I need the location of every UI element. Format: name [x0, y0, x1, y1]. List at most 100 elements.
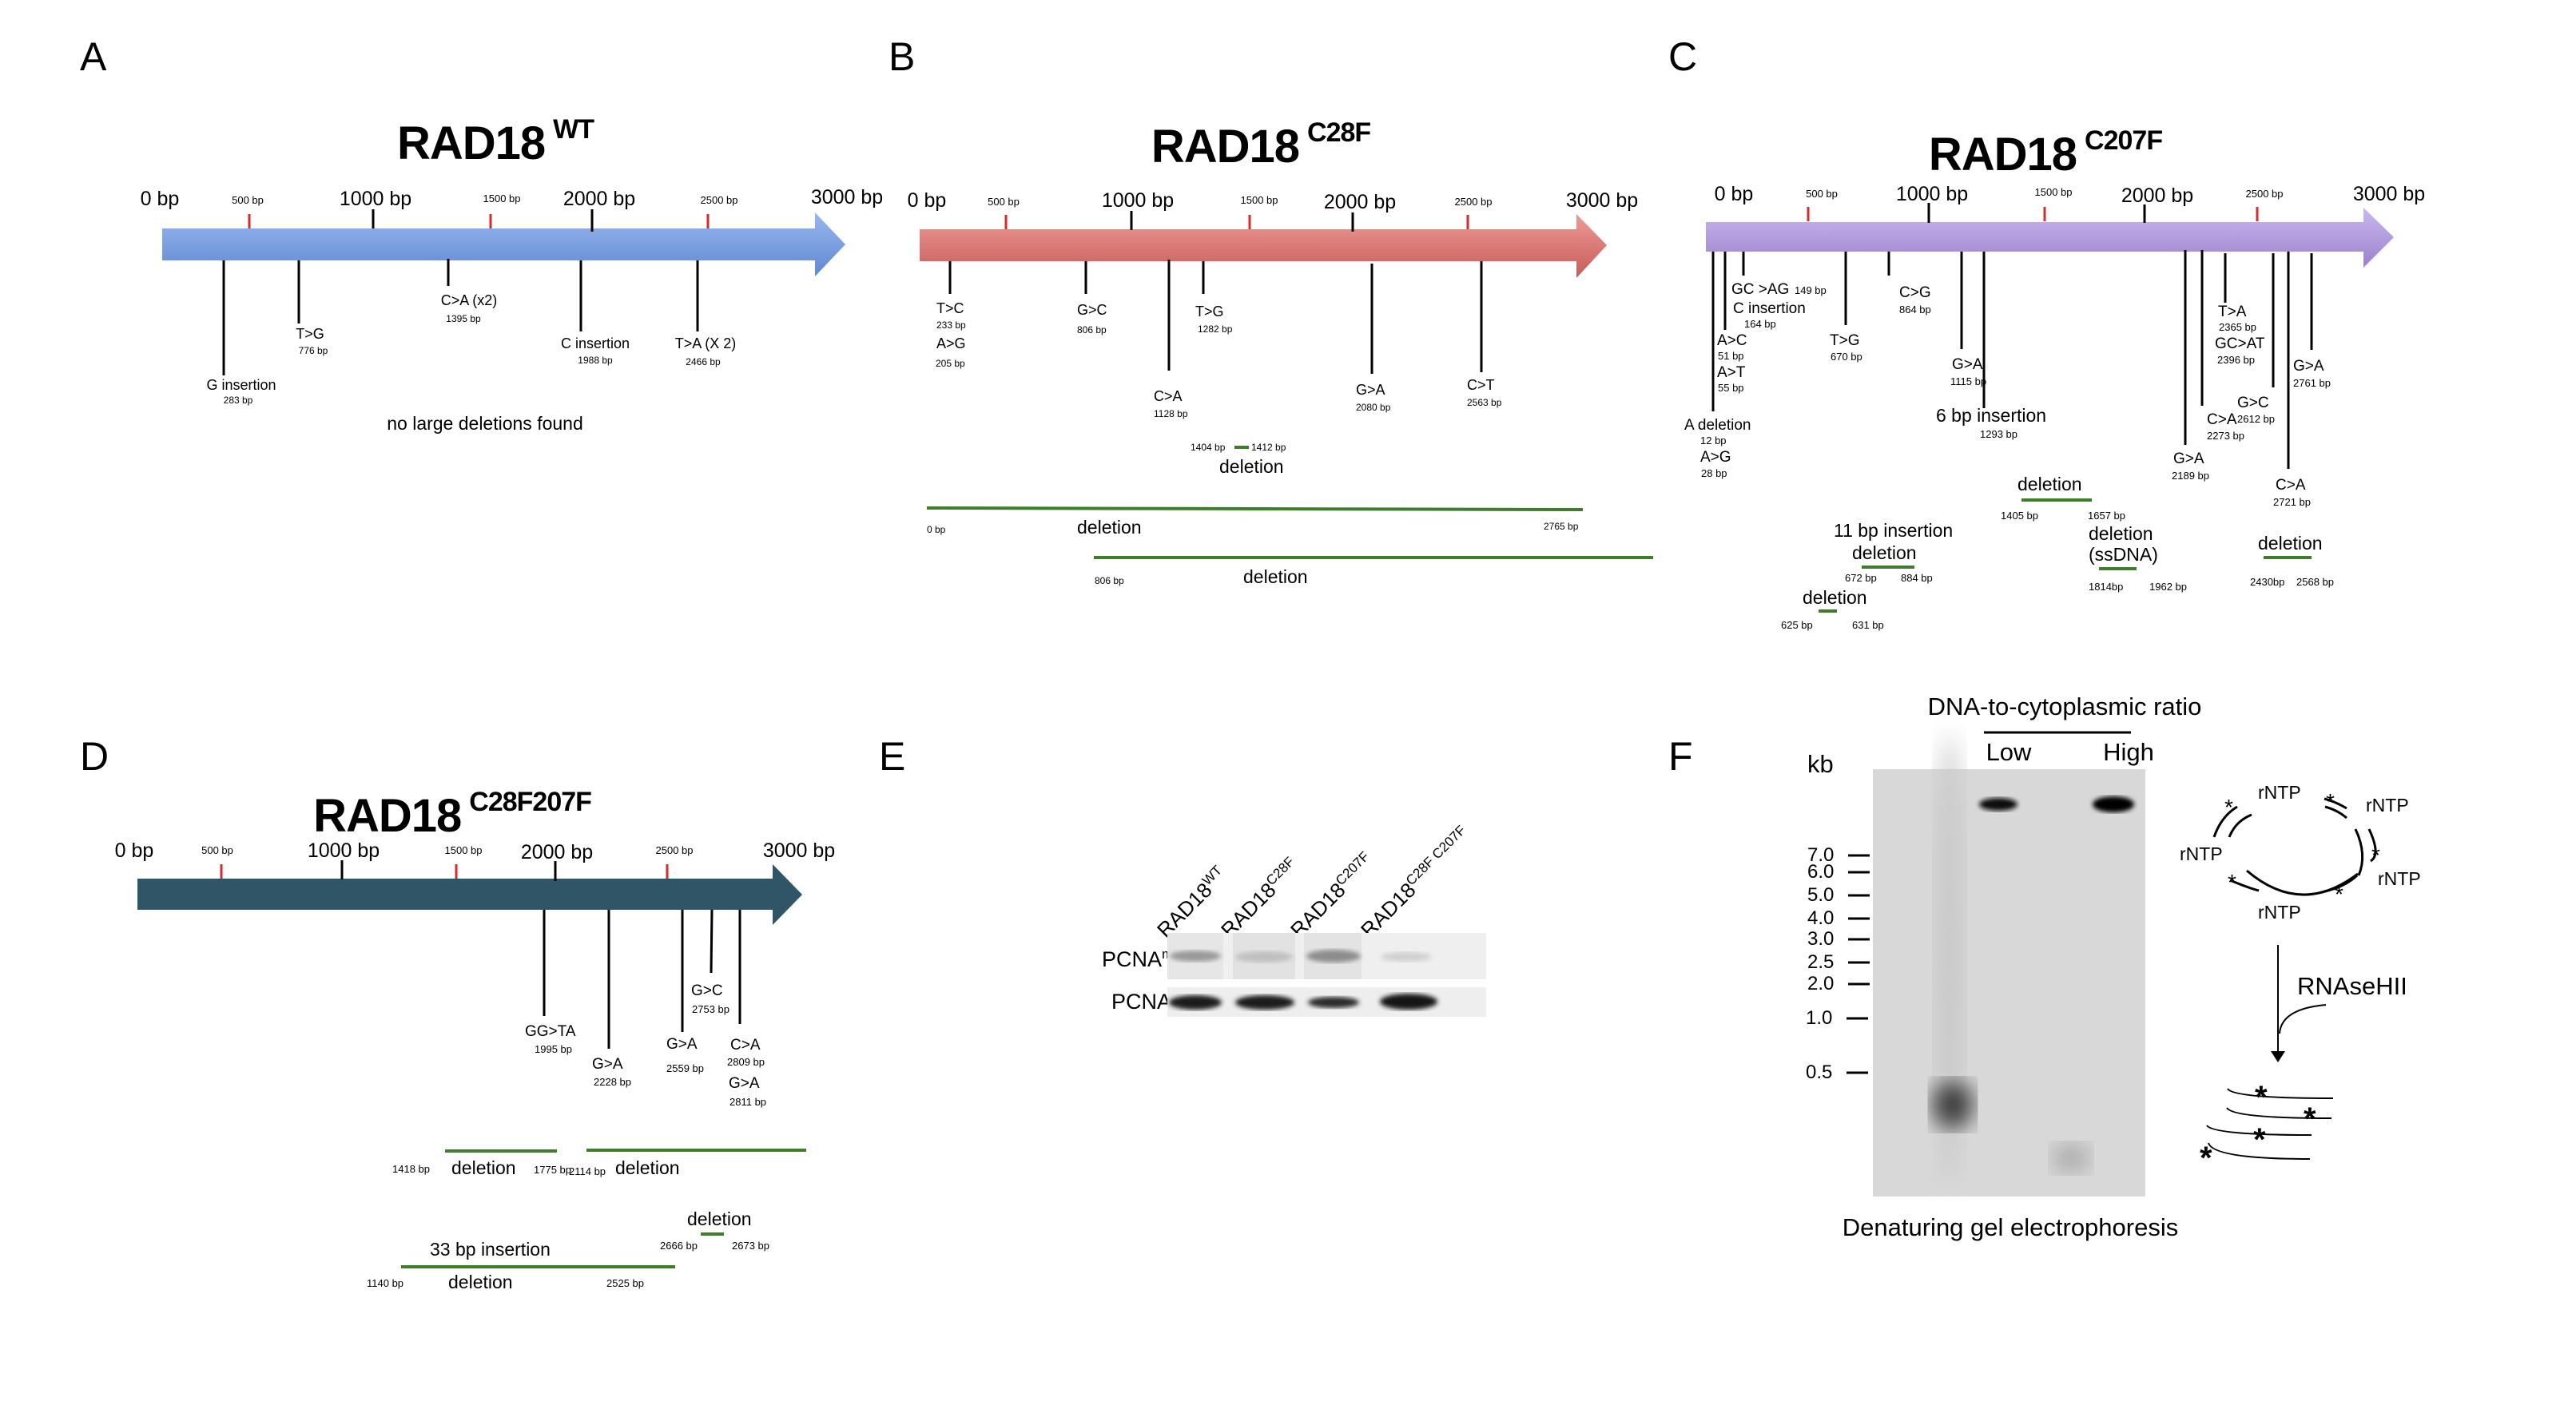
enzyme-label: RNAseHII: [2297, 972, 2407, 1000]
axis-label: 3000 bp: [762, 839, 836, 862]
mutation-label: T>C: [936, 300, 964, 316]
kb-unit-label: kb: [1807, 750, 1834, 778]
mutation-position: 51 bp: [1718, 350, 1744, 362]
axis-label: 0 bp: [1714, 183, 1754, 205]
axis-label: 1500 bp: [2034, 186, 2073, 198]
axis-label: 1000 bp: [1101, 189, 1175, 212]
deletion-start: 1405 bp: [2001, 510, 2038, 522]
mutation-label: G insertion: [206, 377, 276, 393]
axis-label: 3000 bp: [2352, 183, 2426, 205]
mutation-position: 864 bp: [1899, 304, 1931, 316]
arrow-shape: [1706, 208, 2394, 268]
deletion-end: 1962 bp: [2149, 581, 2187, 593]
mutation-position: 2273 bp: [2207, 430, 2244, 442]
deletion-start: 672 bp: [1845, 572, 1877, 584]
axis-label: 500 bp: [201, 844, 233, 856]
marker-label: 0.5: [1806, 1062, 1833, 1083]
mutation-position: 1128 bp: [1154, 408, 1188, 419]
axis-label: 2500 bp: [700, 194, 738, 206]
axis-label: 1000 bp: [307, 839, 380, 862]
fragment: [2208, 1142, 2311, 1160]
mutation-label: G>A: [1952, 356, 1983, 373]
mutation-position: 806 bp: [1077, 324, 1107, 335]
mutation-label: C>G: [1899, 284, 1931, 301]
axis-label: 1000 bp: [1895, 183, 1969, 205]
title-text: RAD18: [313, 790, 462, 842]
axis-label: 0 bp: [114, 839, 154, 862]
mutation-label: A deletion: [1684, 417, 1751, 434]
mutation-position: 2809 bp: [727, 1056, 765, 1068]
mutation-label: G>A: [2173, 450, 2204, 467]
mutation-label: G>A: [2293, 358, 2324, 375]
panel-label: B: [888, 34, 916, 79]
mutation-position: 2396 bp: [2217, 354, 2255, 366]
band-mub: [1306, 950, 1361, 962]
mutation-label: G>C: [2237, 395, 2269, 411]
mutation-label: G>A: [592, 1056, 623, 1073]
panel-label: C: [1668, 34, 1698, 79]
deletion-start: 1140 bp: [367, 1277, 404, 1289]
mutation-position: 2563 bp: [1467, 397, 1502, 408]
deletion-start: 2430bp: [2250, 576, 2285, 588]
band-mub: [1381, 952, 1432, 962]
fragment: [2227, 1088, 2334, 1099]
lane-label-low: Low: [1986, 738, 2032, 766]
deletion-start: 1418 bp: [392, 1163, 430, 1175]
mutation-position: 2228 bp: [594, 1076, 631, 1088]
mutation-label: C>A: [730, 1037, 761, 1054]
deletion-label: deletion: [615, 1157, 680, 1178]
arrow-shape: [162, 212, 845, 276]
deletion-label-ssdna: (ssDNA): [2089, 544, 2158, 565]
panel-label: D: [80, 734, 109, 779]
deletion-start: 0 bp: [927, 524, 946, 535]
mutation-label: G>C: [691, 982, 723, 999]
mutation-position: 1395 bp: [446, 313, 481, 324]
mutation-position: 2559 bp: [666, 1062, 704, 1074]
deletion-start: 2666 bp: [660, 1240, 698, 1252]
mutation-label: GC >AG: [1731, 281, 1790, 298]
band-mub: [1235, 951, 1293, 962]
deletion-label: deletion: [1077, 517, 1142, 538]
mutation-label: A>T: [1717, 364, 1746, 381]
mutation-position: 776 bp: [298, 345, 328, 356]
mutation-label: G>C: [1077, 302, 1107, 318]
deletion-start: 806 bp: [1095, 575, 1124, 586]
mutation-position: 2721 bp: [2273, 496, 2311, 508]
deletion-label: deletion: [451, 1157, 516, 1178]
band-mub: [1170, 951, 1221, 962]
mutation-label: T>G: [1830, 332, 1860, 349]
panel-label: E: [879, 734, 906, 779]
deletion-start: 1404 bp: [1191, 442, 1226, 453]
fragment: [2206, 1125, 2312, 1136]
gel-background: [1873, 769, 2145, 1197]
asterisk-icon: *: [2255, 1080, 2268, 1115]
smear: [1935, 735, 1964, 1182]
asterisk-icon: *: [2304, 1101, 2316, 1137]
row-label-pcna: PCNA: [1111, 990, 1172, 1014]
title-text: RAD18: [1151, 121, 1300, 173]
deletion-label: deletion: [2258, 533, 2323, 554]
mutation-position: 55 bp: [1718, 382, 1744, 394]
mutation-label: T>A (X 2): [674, 335, 737, 351]
axis-label: 1500 bp: [1240, 194, 1278, 206]
deletion-end: 2525 bp: [606, 1277, 644, 1289]
axis-label: 500 bp: [1806, 188, 1838, 200]
mutation-position: 283 bp: [223, 395, 253, 406]
title-superscript: C28F: [1307, 117, 1371, 148]
mutation-position: 2811 bp: [729, 1096, 767, 1108]
enzyme-curve: [2279, 1004, 2327, 1034]
axis-label: 2500 bp: [2245, 188, 2284, 200]
axis-label: 1500 bp: [444, 844, 483, 856]
mutation-position: 2761 bp: [2293, 377, 2331, 389]
circle-arc: [2324, 874, 2359, 893]
band-high-faint: [2052, 1144, 2090, 1173]
mutation-position: 28 bp: [1701, 467, 1727, 479]
mutation-position: 1282 bp: [1198, 323, 1233, 335]
axis-label: 2000 bp: [1323, 191, 1397, 213]
rntp-label: rNTP: [2378, 868, 2421, 889]
